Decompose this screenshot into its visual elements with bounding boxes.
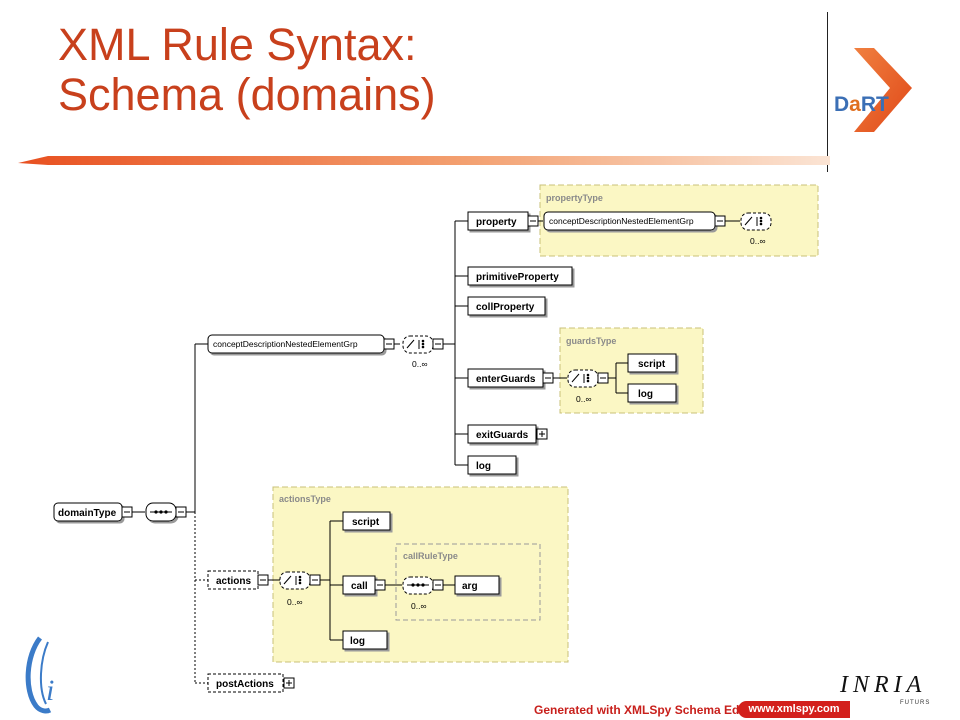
call-node[interactable]: call xyxy=(342,575,386,595)
group-cardinality: 0..∞ xyxy=(412,359,428,369)
nested-cardinality: 0..∞ xyxy=(750,236,766,246)
slide-title-line-2: Schema (domains) xyxy=(58,69,436,120)
arg-node[interactable]: arg xyxy=(454,575,500,595)
svg-text:log: log xyxy=(350,636,365,647)
inria-sub-label: FUTURS xyxy=(900,700,931,706)
svg-text:i: i xyxy=(46,674,54,707)
partner-swoosh-logo: i xyxy=(25,636,54,714)
svg-text:postActions: postActions xyxy=(216,679,274,690)
title-underline-stripe xyxy=(18,156,830,165)
xmlspy-url-badge[interactable]: www.xmlspy.com xyxy=(738,701,850,718)
svg-text:actions: actions xyxy=(216,576,251,587)
property-node[interactable]: property xyxy=(467,211,539,231)
svg-text:conceptDescriptionNestedElemen: conceptDescriptionNestedElementGrp xyxy=(213,339,358,349)
exit-guards-node[interactable]: exitGuards xyxy=(467,424,548,444)
actions-cardinality: 0..∞ xyxy=(287,597,303,607)
log-node[interactable]: log xyxy=(467,455,517,475)
svg-text:exitGuards: exitGuards xyxy=(476,430,529,441)
guards-log-node[interactable]: log xyxy=(627,383,677,403)
nested-choice-compositor[interactable] xyxy=(740,212,772,231)
enter-guards-node[interactable]: enterGuards xyxy=(467,368,554,388)
call-rule-type-box xyxy=(395,543,541,621)
concept-description-group-node[interactable]: conceptDescriptionNestedElementGrp xyxy=(207,334,395,354)
svg-text:script: script xyxy=(352,517,380,528)
coll-property-node[interactable]: collProperty xyxy=(467,296,546,316)
svg-text:collProperty: collProperty xyxy=(476,302,535,313)
actions-script-node[interactable]: script xyxy=(342,511,391,531)
actions-type-box xyxy=(272,486,569,663)
guards-cardinality: 0..∞ xyxy=(576,394,592,404)
slide-title: XML Rule Syntax: Schema (domains) xyxy=(58,20,436,120)
property-type-label: propertyType xyxy=(546,193,603,203)
actions-choice-compositor[interactable] xyxy=(279,571,321,590)
dart-logo-text: DaRT xyxy=(834,93,889,116)
svg-text:log: log xyxy=(638,389,653,400)
call-cardinality: 0..∞ xyxy=(411,601,427,611)
connectors xyxy=(128,220,740,641)
svg-text:call: call xyxy=(351,581,368,592)
sequence-compositor[interactable] xyxy=(145,502,187,522)
svg-text:log: log xyxy=(476,461,491,472)
call-sequence-compositor[interactable] xyxy=(402,576,444,595)
svg-text:primitiveProperty: primitiveProperty xyxy=(476,272,559,283)
svg-text:script: script xyxy=(638,359,666,370)
primitive-property-node[interactable]: primitiveProperty xyxy=(467,266,573,286)
nested-group-node[interactable]: conceptDescriptionNestedElementGrp xyxy=(543,211,726,231)
svg-text:enterGuards: enterGuards xyxy=(476,374,536,385)
actions-type-label: actionsType xyxy=(279,494,331,504)
guards-type-label: guardsType xyxy=(566,336,616,346)
svg-text:property: property xyxy=(476,217,517,228)
dart-chevron-logo xyxy=(854,48,912,132)
guards-choice-compositor[interactable] xyxy=(567,369,609,388)
svg-text:arg: arg xyxy=(462,581,478,592)
post-actions-node[interactable]: postActions xyxy=(207,673,295,693)
guards-script-node[interactable]: script xyxy=(627,353,677,373)
generated-by-text: Generated with XMLSpy Schema Editor xyxy=(534,703,759,717)
choice-compositor[interactable] xyxy=(402,335,444,354)
actions-log-node[interactable]: log xyxy=(342,630,388,650)
actions-node[interactable]: actions xyxy=(207,570,269,590)
svg-text:conceptDescriptionNestedElemen: conceptDescriptionNestedElementGrp xyxy=(549,216,694,226)
slide-title-line-1: XML Rule Syntax: xyxy=(58,19,417,70)
svg-text:domainType: domainType xyxy=(58,508,117,519)
call-rule-type-label: callRuleType xyxy=(403,551,458,561)
domain-type-node[interactable]: domainType xyxy=(53,502,133,522)
header-divider xyxy=(827,12,828,172)
inria-logo: INRIA xyxy=(840,672,927,698)
optional-connectors xyxy=(194,512,208,684)
